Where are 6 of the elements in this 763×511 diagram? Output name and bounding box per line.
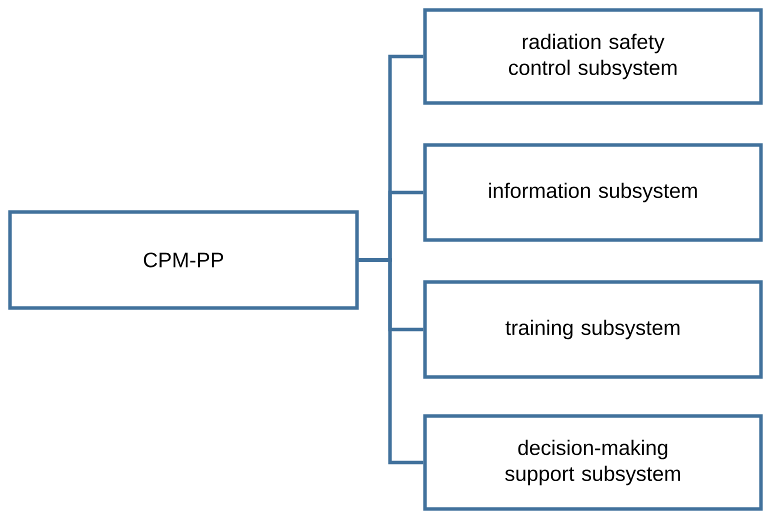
- connector-line: [358, 258, 424, 464]
- subsystem-box: information subsystem: [423, 143, 763, 242]
- subsystem-box: decision-making support subsystem: [423, 414, 763, 511]
- system-box: CPM-PP: [8, 210, 359, 310]
- subsystem-box: training subsystem: [423, 280, 763, 379]
- subsystem-box: radiation safety control subsystem: [423, 8, 763, 105]
